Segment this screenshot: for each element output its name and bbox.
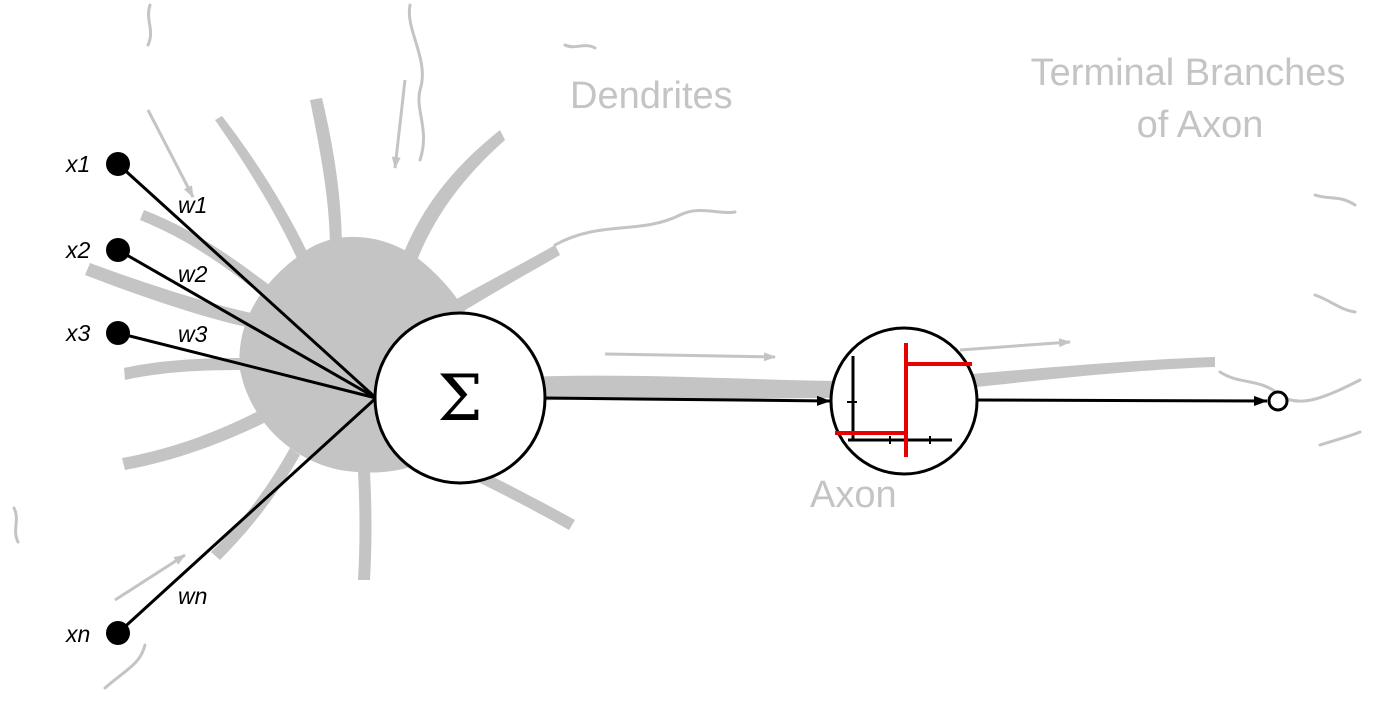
input-label-x1: x1	[65, 151, 90, 177]
connection-xn	[116, 396, 378, 635]
step-function-icon	[835, 343, 972, 457]
weight-label-wn: wn	[178, 583, 207, 609]
input-node-xn	[106, 621, 130, 645]
sigma-icon: Σ	[437, 362, 482, 436]
axon-label: Axon	[810, 474, 897, 516]
weight-label-w3: w3	[178, 321, 208, 347]
input-connections	[116, 162, 378, 635]
terminal-branches-label-line2: of Axon	[1137, 104, 1264, 146]
connection-x3	[117, 331, 377, 400]
signal-flow-arrows	[114, 79, 1071, 602]
input-node-x3	[106, 321, 130, 345]
dendrite-arrow-3	[114, 553, 186, 602]
connection-x2	[117, 248, 377, 400]
input-label-x3: x3	[65, 320, 91, 346]
neuron-silhouette	[85, 98, 1215, 580]
input-node-x2	[106, 238, 130, 262]
dendrite-arrow-2	[391, 79, 407, 169]
input-label-x2: x2	[65, 237, 91, 263]
axon-arrow-2	[959, 338, 1071, 352]
output-node	[1267, 390, 1289, 412]
input-node-x1	[106, 152, 130, 176]
weight-label-w1: w1	[178, 192, 207, 218]
dendrite-arrow-1	[146, 109, 195, 198]
activation-node	[829, 326, 979, 476]
connection-x1	[116, 162, 378, 400]
sum-to-activation-arrow	[544, 395, 831, 406]
dendrites-label: Dendrites	[570, 75, 733, 117]
input-label-xn: xn	[65, 621, 90, 647]
input-nodes	[106, 152, 130, 645]
activation-to-output-arrow	[976, 395, 1268, 406]
axon-arrow-1	[604, 352, 776, 362]
weight-label-w2: w2	[178, 261, 208, 287]
terminal-branches-label-line1: Terminal Branches	[1031, 52, 1346, 94]
